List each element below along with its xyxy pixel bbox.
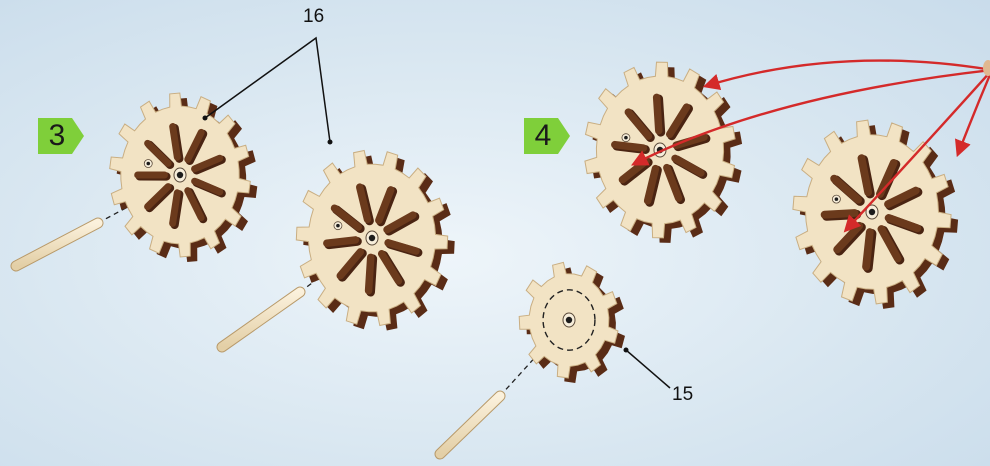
gear-slot (327, 240, 356, 243)
gear-slot (369, 257, 371, 290)
leader-dot (328, 140, 333, 145)
arrow-icon (958, 70, 990, 154)
dowels-layer (16, 180, 569, 454)
callout-15: 15 (672, 384, 693, 406)
step-4-badge: 4 (524, 118, 570, 154)
dowel-icon (440, 396, 500, 454)
gear-slot (173, 193, 178, 224)
large-gear-icon (793, 120, 958, 309)
arrow-origin (983, 60, 990, 76)
large-gear-icon (110, 93, 258, 262)
gear-slot (866, 232, 870, 267)
step-number: 3 (38, 118, 76, 154)
leader-line-15 (626, 350, 670, 388)
large-gear-icon (585, 62, 742, 243)
leader-dot (203, 116, 208, 121)
gear-pin-hole-center (835, 197, 839, 201)
gear-slot (825, 213, 855, 215)
gear-axle-hole (369, 235, 375, 241)
dowel-icon (16, 223, 98, 266)
dowel-icon (222, 292, 300, 347)
step-number: 4 (524, 118, 562, 154)
gear-pin-hole-center (336, 224, 340, 228)
gear-pin-hole-center (624, 136, 628, 140)
arrow-icon (706, 61, 990, 86)
gear-pin-hole-center (146, 162, 150, 166)
small-gear-icon (519, 262, 625, 383)
gear-axle-hole (177, 172, 183, 178)
gear-axle-hole (869, 209, 875, 215)
gear-slot (657, 97, 659, 130)
gear-slot (173, 127, 178, 158)
callout-16: 16 (303, 6, 324, 28)
gear-slot (615, 145, 644, 148)
step-3-badge: 3 (38, 118, 84, 154)
gear-axle-hole (566, 317, 572, 323)
large-gear-icon (296, 151, 454, 331)
leader-dot (624, 348, 629, 353)
